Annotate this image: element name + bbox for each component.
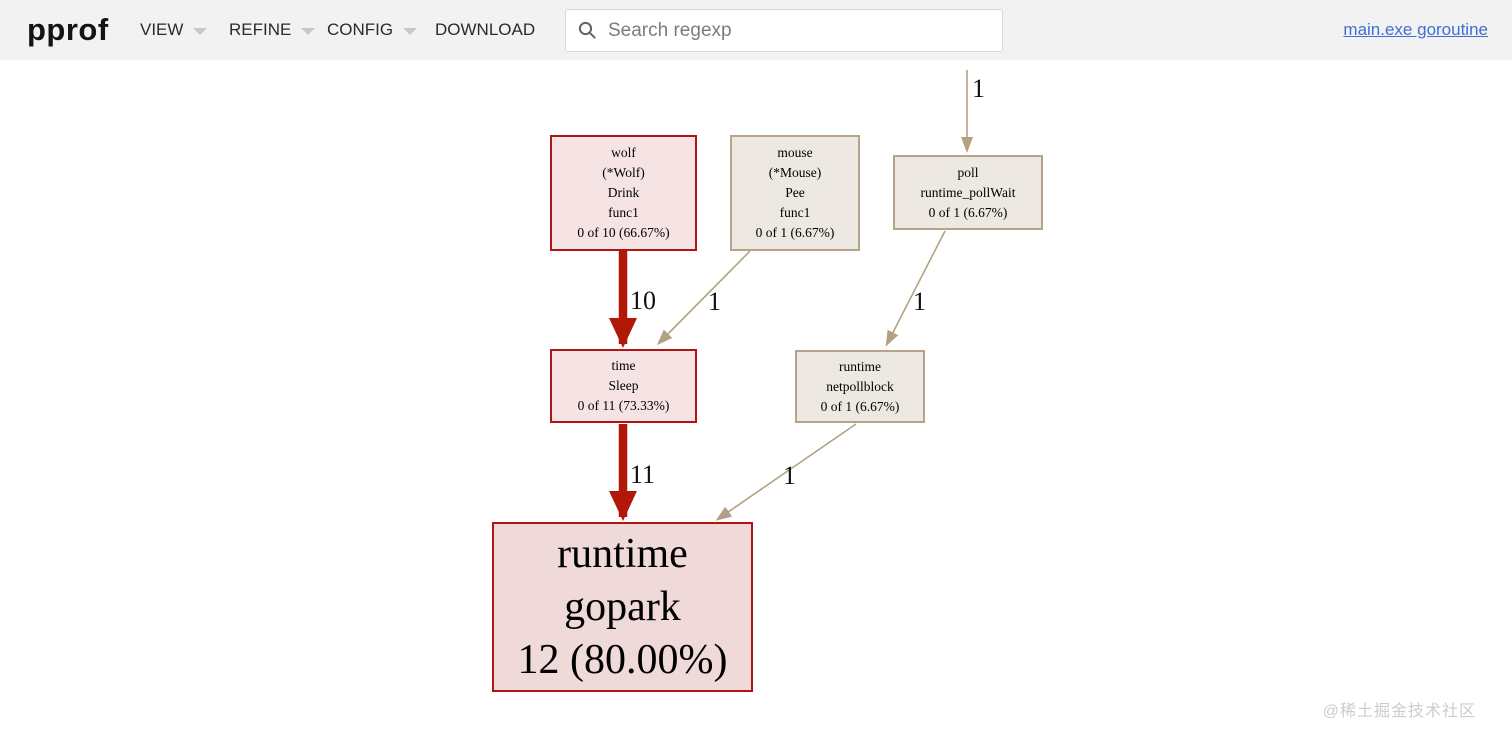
toolbar: pprof VIEW REFINE CONFIG DOWNLOAD main.e… (0, 0, 1512, 60)
menu-view[interactable]: VIEW (140, 0, 208, 60)
node-line: poll (957, 164, 979, 180)
node-wolf-drink[interactable]: wolf (*Wolf) Drink func1 0 of 10 (66.67%… (550, 135, 697, 251)
node-line: func1 (608, 205, 639, 220)
node-line: mouse (777, 145, 813, 160)
node-line: netpollblock (826, 378, 894, 394)
node-line: 0 of 1 (6.67%) (928, 204, 1008, 220)
profile-link[interactable]: main.exe goroutine (1343, 20, 1488, 39)
menu-config[interactable]: CONFIG (327, 0, 418, 60)
menu-download[interactable]: DOWNLOAD (435, 0, 535, 60)
menu-view-label: VIEW (140, 20, 184, 39)
node-line: runtime (557, 530, 688, 577)
node-poll-runtime-pollwait[interactable]: poll runtime_pollWait 0 of 1 (6.67%) (893, 155, 1043, 230)
node-line: Drink (607, 185, 640, 200)
watermark: @稀土掘金技术社区 (1322, 703, 1476, 720)
edge-poll-netpollblock (885, 230, 946, 347)
search-box[interactable] (565, 9, 1003, 52)
edge-label-netpollblock-gopark: 1 (783, 461, 796, 490)
node-line: 0 of 10 (66.67%) (577, 225, 670, 240)
call-graph: wolf (*Wolf) Drink func1 0 of 10 (66.67%… (0, 60, 1512, 738)
pprof-logo: pprof (27, 12, 109, 47)
menu-config-label: CONFIG (327, 20, 394, 39)
chevron-down-icon (301, 28, 316, 35)
menu-refine-label: REFINE (229, 20, 292, 39)
node-time-sleep[interactable]: time Sleep 0 of 11 (73.33%) (550, 349, 697, 423)
node-line: runtime (839, 358, 881, 374)
menu-download-label: DOWNLOAD (435, 20, 536, 39)
node-line: runtime_pollWait (920, 184, 1016, 200)
node-line: 0 of 1 (6.67%) (755, 225, 835, 240)
node-line: Pee (785, 185, 805, 200)
edge-label-root-poll: 1 (972, 74, 985, 103)
node-line: time (611, 358, 636, 373)
edge-netpollblock-gopark (715, 423, 857, 521)
search-icon (578, 21, 596, 39)
node-line: (*Mouse) (768, 165, 822, 180)
chevron-down-icon (193, 28, 208, 35)
node-line: 12 (80.00%) (517, 636, 728, 683)
node-line: Sleep (608, 378, 639, 393)
edge-label-time-gopark: 11 (630, 460, 656, 489)
node-runtime-gopark[interactable]: runtime gopark 12 (80.00%) (492, 522, 753, 692)
edge-mouse-time (656, 250, 751, 346)
node-mouse-pee[interactable]: mouse (*Mouse) Pee func1 0 of 1 (6.67%) (730, 135, 860, 251)
node-line: 0 of 1 (6.67%) (820, 398, 900, 414)
node-line: 0 of 11 (73.33%) (577, 398, 670, 413)
edge-label-mouse-time: 1 (708, 287, 721, 316)
edge-label-poll-netpollblock: 1 (913, 287, 926, 316)
chevron-down-icon (403, 28, 418, 35)
menu-refine[interactable]: REFINE (229, 0, 316, 60)
node-line: (*Wolf) (602, 165, 645, 180)
node-line: func1 (779, 205, 811, 220)
node-runtime-netpollblock[interactable]: runtime netpollblock 0 of 1 (6.67%) (795, 350, 925, 423)
call-graph-edges (609, 70, 973, 521)
edge-label-wolf-time: 10 (630, 286, 656, 315)
node-line: gopark (564, 583, 681, 630)
search-input[interactable] (606, 18, 990, 43)
node-line: wolf (611, 145, 636, 160)
